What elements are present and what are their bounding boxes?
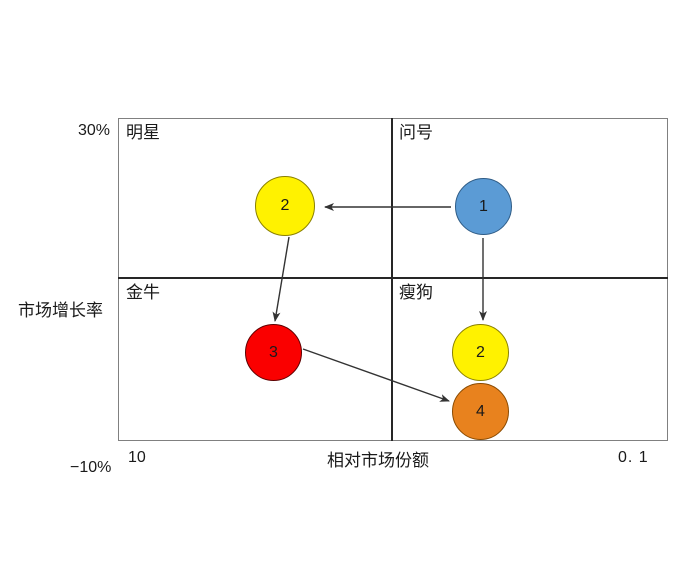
bubble-star-2-label: 2 (280, 197, 290, 214)
bubble-dog-4-label: 4 (476, 402, 485, 420)
matrix-frame (118, 118, 668, 441)
y-axis-tick-bottom: −10% (70, 459, 112, 476)
quadrant-label-cash-cow: 金牛 (126, 283, 160, 302)
bubble-cow-3-label: 3 (269, 343, 278, 361)
x-axis-title: 相对市场份额 (327, 451, 429, 470)
vertical-divider (391, 118, 393, 441)
bubble-question-1[interactable]: 1 (455, 178, 512, 235)
y-axis-tick-top: 30% (78, 122, 111, 139)
bubble-question-1-label: 1 (479, 197, 488, 215)
bubble-cow-3[interactable]: 3 (245, 324, 302, 381)
y-axis-title: 市场增长率 (18, 301, 103, 320)
quadrant-label-star: 明星 (126, 123, 160, 142)
x-axis-tick-left: 10 (128, 449, 146, 466)
bubble-dog-4[interactable]: 4 (452, 383, 509, 440)
x-axis-tick-right: 0. 1 (618, 449, 649, 466)
bubble-dog-2-label: 2 (476, 343, 485, 361)
bubble-star-2[interactable]: 2 (255, 176, 315, 236)
horizontal-divider (118, 277, 668, 279)
bubble-dog-2[interactable]: 2 (452, 324, 509, 381)
quadrant-label-dog: 瘦狗 (399, 283, 433, 302)
quadrant-label-question-mark: 问号 (399, 123, 433, 142)
